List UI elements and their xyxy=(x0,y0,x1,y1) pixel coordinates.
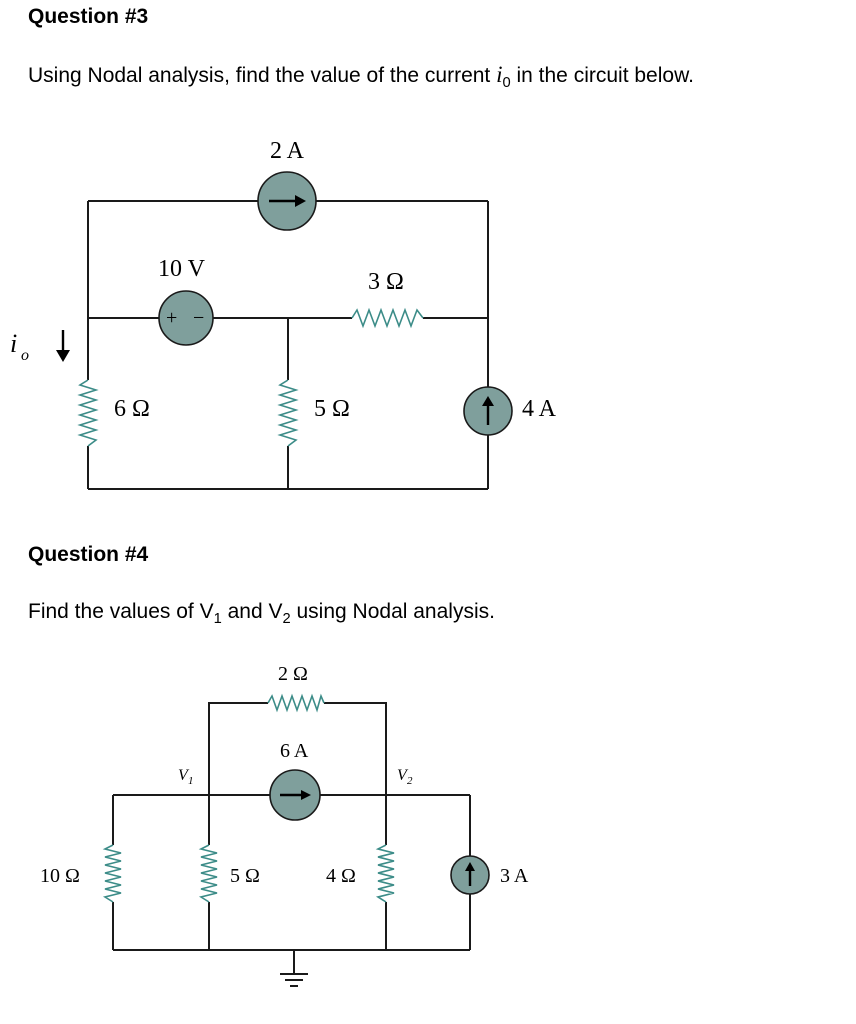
q4-arrowhead-right-icon xyxy=(301,790,311,800)
q4-label-v2: V xyxy=(397,767,409,784)
q4-label-2ohm: 2 Ω xyxy=(278,663,308,685)
q4-resistor-4ohm xyxy=(375,844,395,903)
q4-wire-upper-loop xyxy=(208,702,387,795)
q4-resistor-2ohm xyxy=(267,693,325,713)
q3-voltage-source-10v xyxy=(158,290,214,346)
q3-label-3ohm: 3 Ω xyxy=(368,269,404,295)
q3-resistor-5ohm xyxy=(277,379,299,447)
q3-prompt-post: in the circuit below. xyxy=(510,64,694,87)
q3-prompt-pre: Using Nodal analysis, find the value of … xyxy=(28,64,497,87)
q4-label-4ohm: 4 Ω xyxy=(326,865,356,887)
q3-vs-plus: + xyxy=(166,307,177,329)
q3-arrowhead-up-icon xyxy=(482,396,494,406)
q4-resistor-5ohm xyxy=(198,844,218,903)
q3-resistor-3ohm xyxy=(351,307,424,329)
q3-resistor-6ohm xyxy=(77,379,99,447)
q4-label-5ohm: 5 Ω xyxy=(230,865,260,887)
q4-prompt-sub2: 2 xyxy=(282,611,291,628)
q4-label-v2-sub: 2 xyxy=(407,775,413,787)
q3-label-10v: 10 V xyxy=(158,256,206,282)
q3-prompt-var-sub: 0 xyxy=(502,75,511,92)
ground-icon xyxy=(280,973,308,987)
q4-label-3a: 3 A xyxy=(500,865,529,887)
q4-prompt-post: using Nodal analysis. xyxy=(290,600,495,623)
q4-label-6a: 6 A xyxy=(280,740,309,762)
q3-arrowhead-right-icon xyxy=(295,195,306,207)
q3-heading: Question #3 xyxy=(28,5,149,28)
q4-heading: Question #4 xyxy=(28,543,149,566)
q4-label-v1: V xyxy=(178,767,190,784)
q4-label-10ohm: 10 Ω xyxy=(40,865,80,887)
q3-label-4a: 4 A xyxy=(522,396,557,422)
q4-arrowhead-up-icon xyxy=(465,862,475,871)
q4-resistor-10ohm xyxy=(102,844,122,903)
q4-prompt-pre: Find the values of V xyxy=(28,600,214,623)
q3-io-arrowhead-icon xyxy=(56,350,70,362)
q3-label-2a: 2 A xyxy=(270,138,305,164)
q4-label-v1-sub: 1 xyxy=(188,775,194,787)
q3-label-6ohm: 6 Ω xyxy=(114,396,150,422)
q3-label-5ohm: 5 Ω xyxy=(314,396,350,422)
q3-label-io: i xyxy=(10,329,17,358)
q4-prompt: Find the values of V1 and V2 using Nodal… xyxy=(28,600,495,627)
q3-prompt: Using Nodal analysis, find the value of … xyxy=(28,62,694,91)
q3-circuit: + − 2 A 10 V 3 Ω 6 Ω 5 Ω 4 A i o xyxy=(10,138,557,490)
q4-prompt-mid: and V xyxy=(221,600,283,623)
q4-circuit: 2 Ω 6 A V 1 V 2 10 Ω 5 Ω 4 Ω 3 A xyxy=(40,663,529,987)
q3-label-io-sub: o xyxy=(21,347,29,364)
q3-prompt-var: i xyxy=(496,62,503,87)
q4-prompt-sub1: 1 xyxy=(213,611,222,628)
q3-vs-minus: − xyxy=(193,307,204,329)
